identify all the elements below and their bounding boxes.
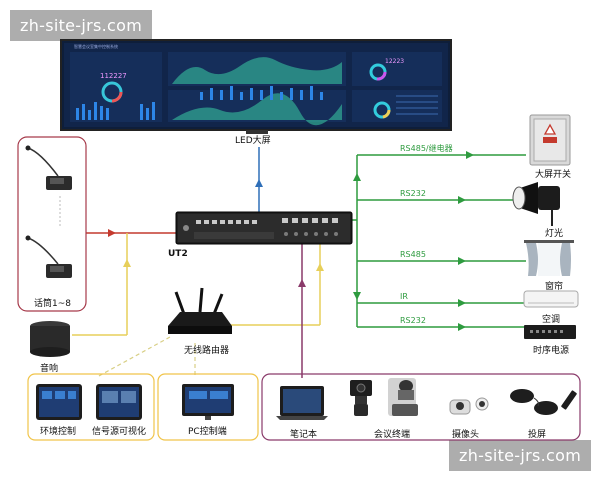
laptop-icon bbox=[276, 386, 328, 420]
link-label-3: IR bbox=[400, 292, 408, 301]
dashboard-counter: 112227 bbox=[100, 72, 127, 80]
dashboard-title: 智慧会议室集中控制系统 bbox=[74, 43, 118, 49]
watermark-bottom: zh-site-jrs.com bbox=[449, 440, 592, 471]
wireless-router-icon bbox=[168, 287, 232, 334]
device-label-power-sequencer: 时序电源 bbox=[533, 346, 570, 356]
tablet-icon bbox=[36, 384, 82, 420]
link-label-1: RS232 bbox=[400, 189, 426, 198]
power-sequencer-icon bbox=[524, 325, 576, 339]
ut2-label: UT2 bbox=[168, 249, 188, 259]
studio-light-icon bbox=[512, 182, 560, 226]
tablet-icon bbox=[96, 384, 142, 420]
link-right-devices bbox=[352, 154, 526, 328]
curtain-icon bbox=[524, 240, 574, 276]
pc-control-box bbox=[157, 373, 259, 441]
monitor-icon bbox=[182, 384, 234, 420]
led-screen: 智慧会议室集中控制系统 112227 12223 bbox=[60, 39, 452, 134]
air-conditioner-icon bbox=[523, 290, 579, 308]
link-label-0: RS485/继电器 bbox=[400, 144, 453, 153]
conference-terminal-label: 会议终端 bbox=[374, 430, 411, 440]
mic-label: 话筒1~8 bbox=[34, 299, 71, 309]
camera-label: 摄像头 bbox=[452, 430, 480, 440]
screen-cast-label: 投屏 bbox=[528, 430, 547, 440]
device-label-ac: 空调 bbox=[542, 315, 561, 325]
pc-control-label: PC控制端 bbox=[188, 427, 227, 437]
speaker-icon bbox=[30, 321, 70, 357]
device-label-light: 灯光 bbox=[545, 229, 564, 239]
microphone-icon bbox=[25, 235, 72, 278]
microphone-icon bbox=[25, 145, 72, 190]
ut2-controller bbox=[175, 211, 353, 245]
link-speaker bbox=[72, 233, 321, 336]
cabinet-icon bbox=[529, 114, 571, 166]
control-tablets-box bbox=[27, 373, 155, 441]
router-label: 无线路由器 bbox=[184, 346, 230, 356]
conference-terminal-icon bbox=[350, 378, 418, 416]
led-screen-label: LED大屏 bbox=[235, 136, 271, 146]
laptop-label: 笔记本 bbox=[290, 430, 318, 440]
device-label-curtain: 窗帘 bbox=[545, 282, 564, 292]
mic-group-box bbox=[17, 136, 87, 312]
speaker-label: 音响 bbox=[40, 364, 59, 374]
dashboard-counter-2: 12223 bbox=[385, 58, 404, 65]
device-label-screen-switch: 大屏开关 bbox=[535, 170, 572, 180]
link-label-2: RS485 bbox=[400, 250, 426, 259]
tablet-label-env: 环境控制 bbox=[40, 427, 77, 437]
camera-icon bbox=[449, 397, 489, 415]
link-label-4: RS232 bbox=[400, 316, 426, 325]
tablet-label-signal: 信号源可视化 bbox=[92, 427, 147, 437]
screen-cast-icon bbox=[510, 389, 577, 415]
watermark-top: zh-site-jrs.com bbox=[10, 10, 153, 41]
av-devices-box bbox=[261, 373, 581, 441]
